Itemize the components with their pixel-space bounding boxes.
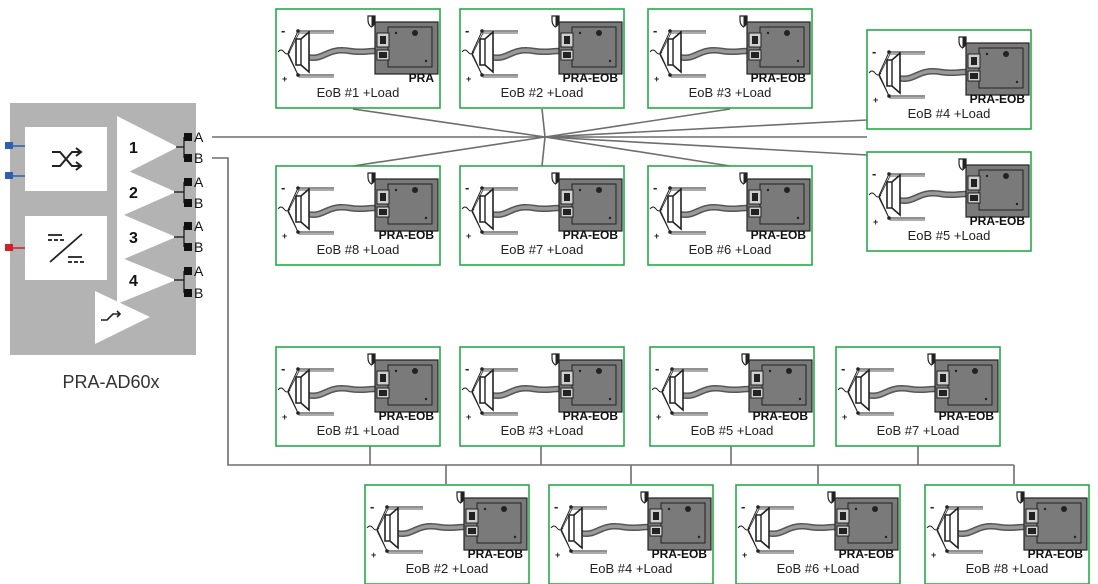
amplifier-channel-2: 2 AB	[117, 166, 204, 218]
output-terminal	[184, 178, 192, 186]
output-terminal	[184, 243, 192, 251]
output-label: B	[194, 150, 203, 166]
shuffle-icon	[52, 147, 83, 171]
eob-label: EoB #7 +Load	[501, 242, 584, 257]
channel-number: 4	[129, 273, 138, 290]
module-label: PRA-EOB	[751, 228, 807, 242]
module-label: PRA-EOB	[468, 547, 524, 561]
module-label: PRA-EOB	[563, 409, 619, 423]
channel-number: 3	[129, 230, 138, 247]
module-label: PRA-EOB	[379, 409, 435, 423]
amplifier-triangle-icon	[117, 166, 176, 218]
module-label: PRA-EOB	[970, 214, 1026, 228]
amplifier-channel-3: 3 AB	[117, 212, 204, 262]
eob-label: EoB #2 +Load	[501, 85, 584, 100]
output-terminal	[184, 267, 192, 275]
module-label: PRA-EOB	[1028, 547, 1084, 561]
output-terminal	[184, 154, 192, 162]
relay-icon	[101, 310, 122, 321]
output-terminal	[184, 222, 192, 230]
amplifier-channel-1: 1 AB	[117, 116, 204, 178]
output-label: B	[194, 195, 203, 211]
input-port-blue-1	[5, 142, 13, 149]
input-port-red	[5, 244, 13, 251]
eob-label: EoB #5 +Load	[908, 228, 991, 243]
eob-label: EoB #3 +Load	[689, 85, 772, 100]
module-label: PRA-EOB	[652, 547, 708, 561]
output-terminal	[184, 289, 192, 297]
eob-label: EoB #1 +Load	[317, 85, 400, 100]
relay-amplifier-triangle	[95, 291, 150, 344]
output-label: B	[194, 239, 203, 255]
module-label: PRA-EOB	[839, 547, 895, 561]
output-label: A	[194, 263, 204, 279]
eob-label: EoB #4 +Load	[590, 561, 673, 576]
channel-number: 1	[129, 140, 138, 157]
eob-label: EoB #8 +Load	[966, 561, 1049, 576]
eob-label: EoB #8 +Load	[317, 242, 400, 257]
output-terminal	[184, 133, 192, 141]
output-label: A	[194, 174, 204, 190]
eob-label: EoB #6 +Load	[777, 561, 860, 576]
eob-label: EoB #6 +Load	[689, 242, 772, 257]
module-label: PRA-EOB	[970, 92, 1026, 106]
eob-label: EoB #5 +Load	[691, 423, 774, 438]
output-label: A	[194, 129, 204, 145]
amplifier-triangle-icon	[117, 212, 176, 262]
eob-label: EoB #3 +Load	[501, 423, 584, 438]
module-label: PRA	[409, 71, 435, 85]
eob-label: EoB #1 +Load	[317, 423, 400, 438]
amplifier-channel-4: 4 AB	[117, 256, 204, 304]
wiring-lines	[212, 108, 1015, 484]
output-terminal	[184, 199, 192, 207]
eob-label: EoB #2 +Load	[406, 561, 489, 576]
module-label: PRA-EOB	[563, 71, 619, 85]
output-label: A	[194, 218, 204, 234]
module-label: PRA-EOB	[753, 409, 809, 423]
amplifier-label: PRA-AD60x	[62, 372, 159, 392]
module-label: PRA-EOB	[563, 228, 619, 242]
star-eob-box-1: PRA EoB #1 +Load	[276, 8, 440, 109]
dc-ac-converter-icon	[48, 233, 84, 263]
channel-number: 2	[129, 185, 138, 202]
eob-label: EoB #7 +Load	[877, 423, 960, 438]
eob-label: EoB #4 +Load	[908, 106, 991, 121]
module-label: PRA-EOB	[379, 228, 435, 242]
module-label: PRA-EOB	[939, 409, 995, 423]
module-label: PRA-EOB	[751, 71, 807, 85]
output-label: B	[194, 285, 203, 301]
amplifier-triangle-icon	[117, 256, 176, 304]
amplifier-triangle-icon	[117, 116, 178, 178]
input-port-blue-2	[5, 172, 13, 179]
